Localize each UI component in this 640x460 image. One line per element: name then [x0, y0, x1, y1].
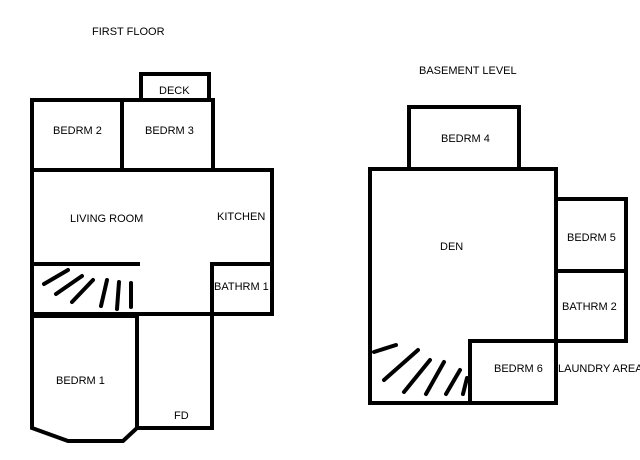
stair-step [115, 280, 121, 311]
bedroom-3-label: BEDRM 3 [145, 125, 194, 137]
bedroom-6-outline [468, 339, 558, 405]
laundry-area-label: LAUNDRY AREA [558, 363, 640, 375]
bedroom-6-label: BEDRM 6 [494, 363, 543, 375]
stair-step [424, 360, 446, 396]
bedroom-2-label: BEDRM 2 [53, 125, 102, 137]
stair-step [54, 274, 84, 296]
bedroom-1-outline [30, 314, 139, 443]
basement-plan: BASEMENT LEVEL BEDRM 4 DEN BEDRM 5 BATHR… [368, 65, 640, 405]
stair-step [461, 376, 469, 396]
kitchen-label: KITCHEN [217, 211, 265, 223]
first-floor-plan: FIRST FLOOR DECK BEDRM 2 BEDRM 3 LIVING … [30, 26, 274, 443]
stair-step [70, 278, 95, 304]
front-entry-walls [137, 314, 214, 430]
stair-step [444, 368, 462, 396]
stair-step [42, 268, 70, 286]
stair-step [372, 343, 398, 354]
deck-label: DECK [159, 85, 190, 97]
bathroom-2-label: BATHRM 2 [562, 301, 617, 313]
bedroom-1-label: BEDRM 1 [56, 375, 105, 387]
stair-step [402, 358, 432, 394]
stair-step [382, 348, 420, 382]
bathroom-1-label: BATHRM 1 [214, 281, 269, 293]
front-door-label: FD [174, 410, 189, 422]
first-floor-stairs [42, 268, 133, 311]
living-room-label: LIVING ROOM [70, 213, 143, 225]
living-area-outline [30, 168, 274, 316]
den-label: DEN [440, 241, 463, 253]
basement-title: BASEMENT LEVEL [419, 65, 517, 77]
bedroom-5-label: BEDRM 5 [567, 232, 616, 244]
stair-step [99, 278, 109, 308]
bathroom-1-outline [210, 262, 274, 316]
first-floor-title: FIRST FLOOR [92, 26, 165, 38]
bathroom-2-outline [554, 269, 628, 343]
basement-stairs [372, 343, 469, 396]
bedroom-4-label: BEDRM 4 [441, 133, 490, 145]
